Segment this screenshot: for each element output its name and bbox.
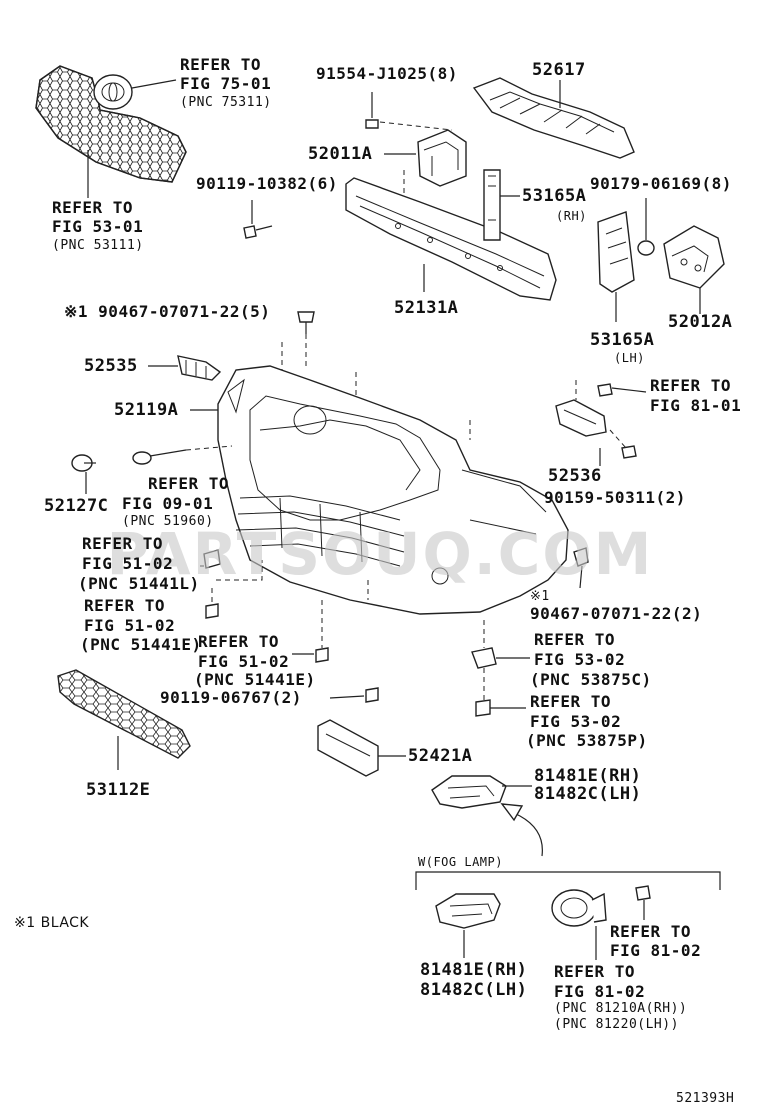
label-refer-75-line1: REFER TO: [180, 55, 262, 74]
label-refer-53875c-line3: (PNC 53875C): [530, 670, 652, 689]
bolt-90119-06767-part: [365, 687, 379, 703]
label-refer-53-grille-line3: (PNC 53111): [52, 238, 144, 253]
label-part-90467-top: ※1 90467-07071-22(5): [64, 302, 271, 321]
label-refer-81-02-a-line1: REFER TO: [610, 922, 692, 941]
label-refer-81-01-line1: REFER TO: [650, 376, 732, 395]
label-refer-09-line1: REFER TO: [148, 474, 230, 493]
label-part-52131a: 52131A: [394, 298, 459, 318]
reinforcement-52131a-part: [345, 177, 557, 301]
label-refer-81-02-b-line3: (PNC 81210A(RH)): [554, 1001, 688, 1016]
hook-cover-52127c-part: [71, 454, 96, 472]
fog-cover-bottom-part: [435, 893, 501, 929]
label-refer-51-e2-line3: (PNC 51441E): [194, 670, 316, 689]
support-53165a-rh-part: [483, 169, 501, 241]
diagram-code: 521393H: [676, 1091, 735, 1106]
screw-upper-part: [597, 383, 647, 397]
clip-90467-top-part: [297, 311, 315, 334]
label-refer-51-l-line1: REFER TO: [82, 534, 164, 553]
label-part-90179: 90179-06169(8): [590, 174, 732, 193]
clip-90467-bottom-part: [573, 547, 589, 567]
bolt-91554-part: [365, 92, 379, 129]
label-refer-81-01-line2: FIG 81-01: [650, 396, 742, 415]
label-part-52011a: 52011A: [308, 144, 373, 164]
label-refer-81-02-b-line2: FIG 81-02: [554, 982, 646, 1001]
label-part-81481e-top-rh: 81481E(RH): [534, 766, 642, 786]
fog-screw-part: [635, 885, 651, 901]
label-refer-53-grille-line2: FIG 53-01: [52, 217, 144, 236]
clip-90179-part: [637, 240, 655, 256]
label-refer-51-e1-line2: FIG 51-02: [84, 616, 176, 635]
screw-90159-part: [621, 445, 637, 459]
bracket-52011a-part: [417, 129, 467, 187]
label-refer-75-line2: FIG 75-01: [180, 74, 272, 93]
fog-cover-top-part: [431, 775, 507, 809]
label-refer-53875c-line2: FIG 53-02: [534, 650, 626, 669]
watermark-text: PARTSOUQ.COM: [107, 520, 654, 588]
label-refer-51-l-line3: (PNC 51441L): [78, 574, 200, 593]
bolt-51441e-a-part: [205, 603, 219, 619]
label-part-52617: 52617: [532, 60, 586, 80]
label-part-91554: 91554-J1025(8): [316, 64, 458, 83]
label-refer-53-grille-line1: REFER TO: [52, 198, 134, 217]
label-part-53165a-rh-side: (RH): [556, 209, 587, 223]
fog-group-label: W(FOG LAMP): [418, 855, 503, 869]
retainer-52617-part: [472, 77, 635, 159]
label-refer-81-02-a-line2: FIG 81-02: [610, 941, 702, 960]
label-refer-53875p-line3: (PNC 53875P): [526, 731, 648, 750]
label-part-81482c-top-lh: 81482C(LH): [534, 784, 642, 804]
arrow-indicator: [500, 803, 543, 857]
bracket-52012a-part: [663, 225, 725, 289]
label-refer-53875c-line1: REFER TO: [534, 630, 616, 649]
black-note: ※1 BLACK: [14, 915, 90, 931]
label-refer-53875p-line2: FIG 53-02: [530, 712, 622, 731]
bumper-cover-52119a-part: [217, 365, 569, 615]
label-part-52127c: 52127C: [44, 496, 109, 516]
label-part-52536: 52536: [548, 466, 602, 486]
label-part-90119-06767: 90119-06767(2): [160, 688, 302, 707]
bolt-90119-10382-part: [243, 225, 273, 239]
label-part-52535: 52535: [84, 356, 138, 376]
upper-grille-part: [35, 65, 187, 183]
label-part-81482c-bottom-lh: 81482C(LH): [420, 980, 528, 1000]
label-part-81481e-bottom-rh: 81481E(RH): [420, 960, 528, 980]
label-part-90467-bottom-mark: ※1: [530, 589, 550, 604]
support-53165a-lh-part: [597, 211, 635, 293]
label-refer-51-e2-line2: FIG 51-02: [198, 652, 290, 671]
label-part-52012a: 52012A: [668, 312, 733, 332]
label-part-52119a: 52119A: [114, 400, 179, 420]
label-refer-51-l-line2: FIG 51-02: [82, 554, 174, 573]
label-part-53165a-lh-side: (LH): [614, 351, 645, 365]
clip-53875p-part: [475, 699, 491, 717]
label-refer-53875p-line1: REFER TO: [530, 692, 612, 711]
label-part-90159: 90159-50311(2): [544, 488, 686, 507]
label-refer-81-02-b-line1: REFER TO: [554, 962, 636, 981]
bolt-51441e-b-part: [315, 647, 329, 663]
emblem-part: [93, 74, 133, 110]
label-part-53165a-rh: 53165A: [522, 186, 587, 206]
label-part-90467-bottom: 90467-07071-22(2): [530, 604, 703, 623]
label-part-53165a-lh: 53165A: [590, 330, 655, 350]
lower-grille-53112e-part: [57, 669, 191, 759]
label-refer-51-e1-line1: REFER TO: [84, 596, 166, 615]
label-part-90119-10382: 90119-10382(6): [196, 174, 338, 193]
license-bracket-52421a-part: [317, 719, 379, 777]
clip-51441l-part: [203, 549, 221, 569]
label-part-53112e: 53112E: [86, 780, 151, 800]
label-refer-51-e1-line3: (PNC 51441E): [80, 635, 202, 654]
label-refer-75-line3: (PNC 75311): [180, 95, 272, 110]
bracket-52535-part: [177, 355, 222, 381]
clip-53875c-part: [471, 647, 497, 669]
label-refer-09-line2: FIG 09-01: [122, 494, 214, 513]
label-refer-81-02-b-line4: (PNC 81220(LH)): [554, 1017, 679, 1032]
towing-eye-part: [132, 449, 187, 465]
fog-lamp-part: [551, 889, 607, 927]
label-part-52421a: 52421A: [408, 746, 473, 766]
label-refer-51-e2-line1: REFER TO: [198, 632, 280, 651]
bracket-52536-part: [555, 399, 607, 437]
label-refer-09-line3: (PNC 51960): [122, 514, 214, 529]
